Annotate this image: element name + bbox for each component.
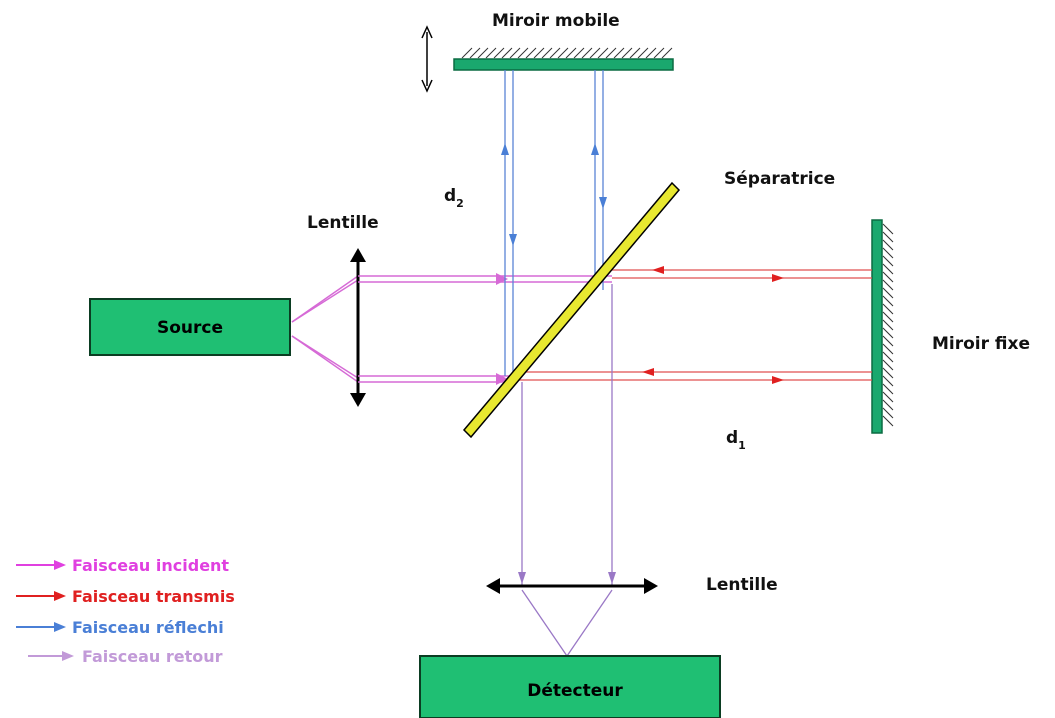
legend-label-retour: Faisceau retour <box>82 647 223 666</box>
legend-label-transmis: Faisceau transmis <box>72 587 235 606</box>
detector-box: Détecteur <box>419 655 721 718</box>
legend-item-reflechi: Faisceau réflechi <box>16 618 224 637</box>
incident-arrowhead-bottom <box>496 373 508 385</box>
source-label: Source <box>157 318 223 338</box>
incident-arrowhead-top <box>496 273 508 285</box>
transmitted-beams <box>515 269 872 381</box>
legend-item-incident: Faisceau incident <box>16 556 229 575</box>
moving-mirror-label: Miroir mobile <box>492 11 620 31</box>
legend: Faisceau incident Faisceau transmis Fais… <box>16 556 235 666</box>
distance-d2-label: d2 <box>444 186 464 210</box>
reflected-arrowhead-2 <box>509 234 517 246</box>
transmitted-arrowhead-1 <box>652 266 664 274</box>
mirror-motion-arrow <box>421 25 433 93</box>
reflected-arrowhead-1 <box>501 143 509 155</box>
detector-convergence-rays <box>521 589 613 657</box>
legend-item-retour: Faisceau retour <box>28 647 223 666</box>
reflected-beams <box>504 70 604 376</box>
moving-mirror <box>453 47 674 71</box>
fixed-mirror <box>871 219 894 434</box>
source-divergence-rays <box>291 275 359 383</box>
return-arrowhead-right <box>608 572 616 584</box>
legend-item-transmis: Faisceau transmis <box>16 587 235 606</box>
beam-splitter-label: Séparatrice <box>724 169 835 189</box>
transmitted-arrowhead-3 <box>642 368 654 376</box>
reflected-arrowhead-3 <box>591 143 599 155</box>
return-arrowhead-left <box>518 572 526 584</box>
transmitted-arrowhead-2 <box>772 274 784 282</box>
source-box: Source <box>89 298 291 356</box>
return-beams <box>521 284 613 586</box>
left-lens <box>350 248 366 407</box>
legend-label-reflechi: Faisceau réflechi <box>72 618 224 637</box>
transmitted-arrowhead-4 <box>772 376 784 384</box>
incident-beams <box>358 275 612 383</box>
left-lens-label: Lentille <box>307 213 379 233</box>
detector-label: Détecteur <box>527 681 623 701</box>
detector-lens <box>486 578 658 594</box>
legend-label-incident: Faisceau incident <box>72 556 229 575</box>
detector-lens-label: Lentille <box>706 575 778 595</box>
beam-splitter <box>462 181 681 439</box>
reflected-arrowhead-4 <box>599 197 607 209</box>
fixed-mirror-label: Miroir fixe <box>932 334 1030 354</box>
distance-d1-label: d1 <box>726 428 746 452</box>
